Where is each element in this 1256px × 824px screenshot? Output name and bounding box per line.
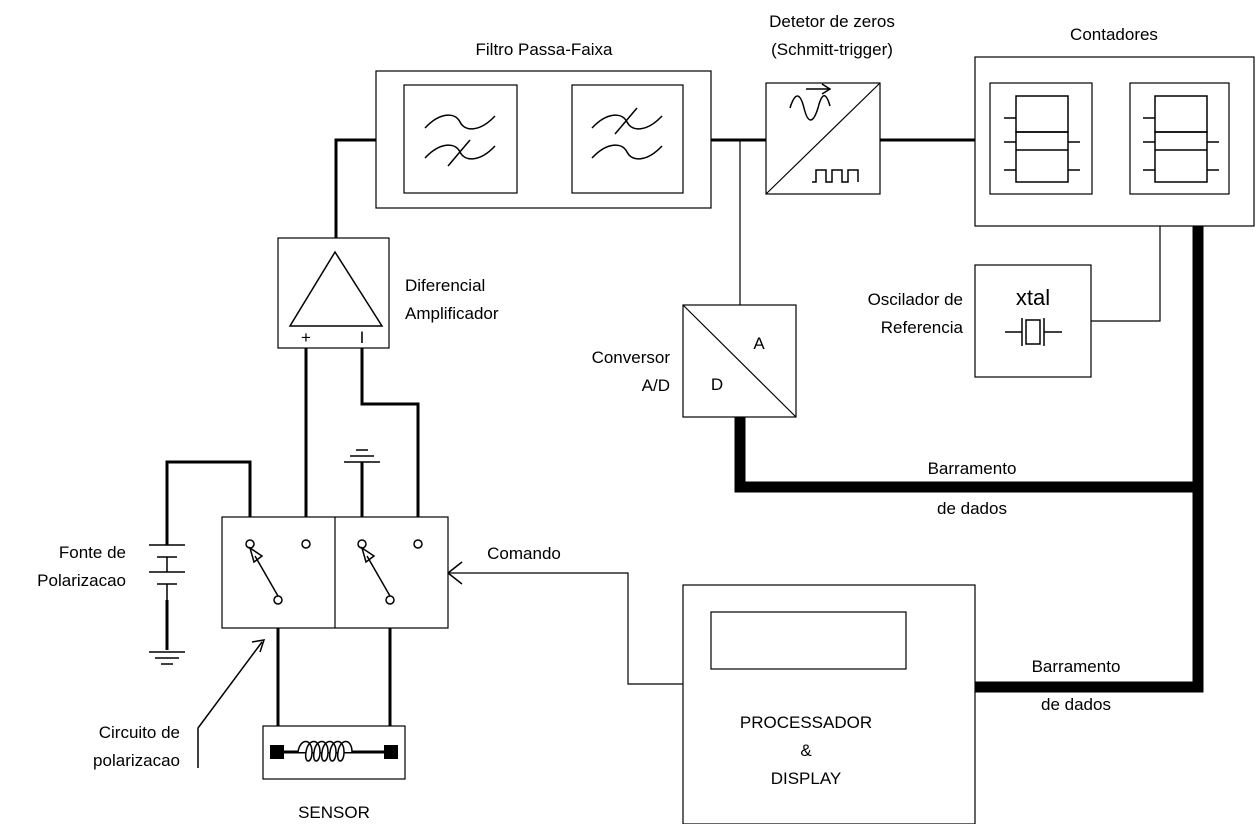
- adc-label-1: Conversor: [592, 348, 671, 367]
- amp-minus-wire: [360, 348, 420, 540]
- bias-source: Fonte de Polarizacao: [37, 543, 185, 600]
- data-buses: [734, 188, 1204, 693]
- amp-plus-label: +: [301, 328, 311, 347]
- detector-diagonal: [765, 82, 881, 195]
- high-pass-icon: [424, 114, 496, 167]
- processor-label-2: &: [800, 741, 812, 760]
- coil-icon: [297, 740, 353, 762]
- oscillator-label-2: Referencia: [881, 318, 964, 337]
- oscillator-wire: [1091, 194, 1161, 322]
- bias-circuit: Circuito de polarizacao: [93, 516, 449, 770]
- source-wire: [165, 460, 252, 545]
- counters-label: Contadores: [1070, 25, 1158, 44]
- bus-bottom-label-1: Barramento: [1032, 657, 1121, 676]
- xtal-label: xtal: [1016, 285, 1050, 310]
- oscillator-box: [974, 264, 1092, 378]
- sine-wave-icon: [789, 95, 831, 121]
- counters: Contadores: [974, 25, 1255, 227]
- counter-1-icon: [1004, 95, 1080, 183]
- bias-label-1: Circuito de: [99, 723, 180, 742]
- bus-top-label-2: de dados: [937, 499, 1007, 518]
- counter-2-box: [1129, 82, 1230, 195]
- processor-label-3: DISPLAY: [771, 769, 842, 788]
- bus-bottom-label-2: de dados: [1041, 695, 1111, 714]
- detector-label-1: Detetor de zeros: [769, 12, 895, 31]
- detector-label-2: (Schmitt-trigger): [771, 40, 893, 59]
- bias-label-2: polarizacao: [93, 751, 180, 770]
- filter-stage-1: [403, 84, 518, 194]
- oscillator-label-1: Oscilador de: [868, 290, 963, 309]
- amp-box: [277, 237, 390, 349]
- square-wave-icon: [812, 169, 859, 183]
- reference-oscillator: xtal Oscilador de Referencia: [868, 264, 1092, 378]
- display-screen: [710, 611, 907, 670]
- sensor: SENSOR: [262, 725, 406, 822]
- processor-display: PROCESSADOR & DISPLAY: [682, 584, 976, 824]
- zero-detector: Detetor de zeros (Schmitt-trigger): [765, 12, 895, 195]
- filter-stage-2: [571, 84, 684, 194]
- source-label-2: Polarizacao: [37, 571, 126, 590]
- ad-converter: A D Conversor A/D: [592, 304, 797, 418]
- bus-top-label-1: Barramento: [928, 459, 1017, 478]
- adc-diagonal: [682, 304, 797, 418]
- signal-wires: [165, 138, 1161, 752]
- ground-icon-bottom: [149, 651, 185, 665]
- sensor-terminal-left: [270, 745, 284, 759]
- counter-2-icon: [1143, 95, 1219, 183]
- bias-pointer-arrow: [251, 639, 266, 653]
- ground-icon-top: [344, 449, 380, 463]
- differential-amplifier: + I Diferencial Amplificador: [277, 237, 499, 349]
- sensor-terminal-right: [384, 745, 398, 759]
- source-label-1: Fonte de: [59, 543, 126, 562]
- command-wire: [448, 572, 683, 685]
- processor-label-1: PROCESSADOR: [740, 713, 872, 732]
- adc-d-label: D: [711, 375, 723, 394]
- switch-1-icon: [245, 539, 311, 605]
- sensor-label: SENSOR: [298, 803, 370, 822]
- counter-1-box: [989, 82, 1093, 195]
- command-label: Comando: [487, 544, 561, 563]
- adc-label-2: A/D: [642, 376, 670, 395]
- bias-pointer: [197, 641, 263, 768]
- low-pass-icon: [591, 107, 663, 160]
- crystal-icon: [1005, 318, 1062, 346]
- arrow-icon: [806, 83, 832, 95]
- battery-icon: [149, 544, 185, 600]
- amp-label-1: Diferencial: [405, 276, 485, 295]
- amp-label-2: Amplificador: [405, 304, 499, 323]
- band-pass-filter: Filtro Passa-Faixa: [375, 40, 712, 209]
- main-data-bus: [938, 188, 1204, 693]
- filter-label: Filtro Passa-Faixa: [476, 40, 614, 59]
- adc-a-label: A: [753, 334, 765, 353]
- switch-2-icon: [357, 539, 423, 605]
- amp-minus-label: I: [360, 328, 365, 347]
- amp-triangle-icon: [288, 250, 384, 327]
- adc-data-bus: [734, 408, 1204, 493]
